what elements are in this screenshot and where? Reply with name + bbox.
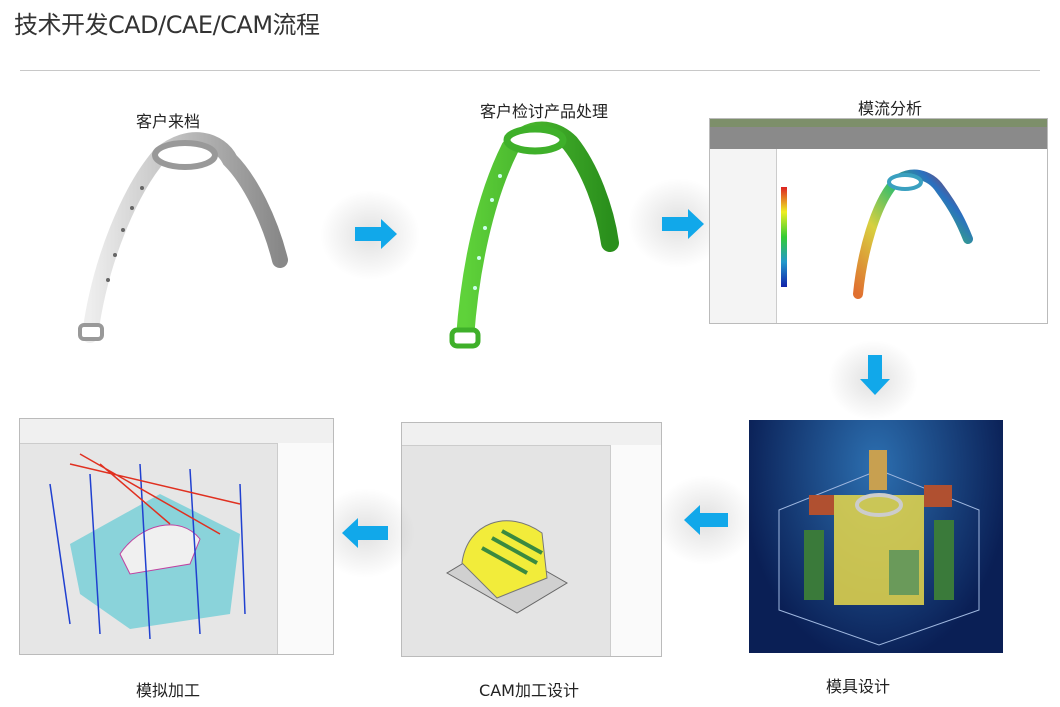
- step-label-cam-design: CAM加工设计: [479, 681, 579, 700]
- step-label-customer-file: 客户来档: [135, 112, 201, 131]
- arrow-left-icon: [684, 505, 728, 535]
- step-label-mold-flow: 模流分析: [857, 99, 923, 118]
- mold-design-image: [749, 420, 1003, 653]
- step-label-product-review: 客户检讨产品处理: [479, 102, 609, 121]
- green-band-model-image: [449, 121, 619, 349]
- mold-flow-screenshot: [709, 118, 1048, 324]
- machining-simulation-screenshot: [19, 418, 334, 655]
- divider: [20, 70, 1040, 71]
- arrow-right-icon: [662, 209, 704, 239]
- page-title: 技术开发CAD/CAE/CAM流程: [14, 11, 320, 39]
- arrow-right-icon: [355, 219, 397, 249]
- grey-band-model-image: [78, 132, 288, 343]
- arrow-left-icon: [342, 518, 388, 548]
- step-label-mold-design: 模具设计: [825, 677, 891, 696]
- cam-design-screenshot: [401, 422, 662, 657]
- arrow-down-icon: [860, 355, 890, 395]
- step-label-machining-simulation: 模拟加工: [135, 681, 201, 700]
